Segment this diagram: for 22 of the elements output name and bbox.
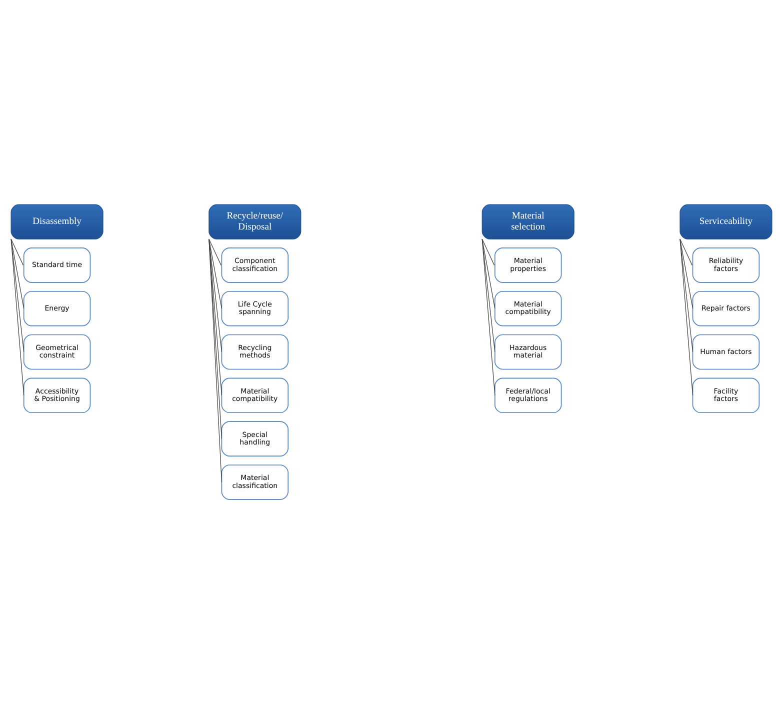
connector <box>680 238 694 396</box>
connector <box>10 238 24 352</box>
node-box: Recycle/reuse/ Disposal <box>208 204 302 239</box>
connector <box>10 238 24 265</box>
connector <box>680 238 694 352</box>
node-box: Disassembly <box>10 204 104 239</box>
connector <box>10 238 24 396</box>
connector <box>482 238 496 308</box>
connector <box>208 238 222 439</box>
connector <box>482 238 495 265</box>
connector <box>482 238 496 352</box>
connector <box>208 238 222 352</box>
node-box: Serviceability <box>680 204 772 239</box>
connector <box>208 238 222 308</box>
connector <box>208 238 222 396</box>
connector <box>10 238 24 308</box>
node-box: Material selection <box>482 204 574 239</box>
connector <box>680 238 692 265</box>
connector <box>208 238 222 265</box>
connector <box>482 238 496 396</box>
connector <box>208 238 222 482</box>
connector <box>680 238 694 308</box>
